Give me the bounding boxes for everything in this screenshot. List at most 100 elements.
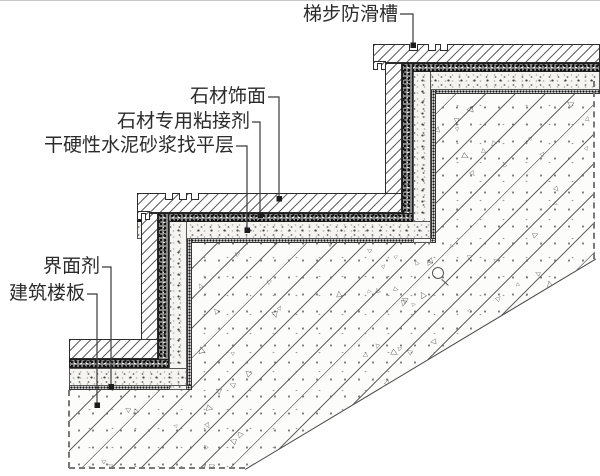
aggregate-triangle: △ bbox=[480, 147, 486, 155]
aggregate-triangle: △ bbox=[447, 243, 454, 250]
aggregate-triangle: △ bbox=[551, 184, 562, 195]
stone-riser-top bbox=[385, 63, 402, 213]
aggregate-triangle: △ bbox=[229, 349, 237, 357]
aggregate-triangle: △ bbox=[564, 335, 574, 347]
aggregate-triangle: △ bbox=[473, 380, 486, 393]
stone-tread-mid bbox=[137, 193, 402, 213]
aggregate-triangle: △ bbox=[410, 302, 418, 308]
mortar-band-mid-riser bbox=[169, 221, 187, 390]
aggregate-triangle: △ bbox=[459, 151, 472, 162]
aggregate-triangle: △ bbox=[118, 239, 126, 246]
interface-band-top-riser bbox=[431, 89, 436, 243]
aggregate-triangle: △ bbox=[392, 285, 401, 293]
mortar-band-mid-tread bbox=[137, 221, 431, 239]
aggregate-triangle: △ bbox=[73, 156, 81, 163]
antislip-groove bbox=[165, 193, 173, 200]
aggregate-triangle: △ bbox=[202, 443, 210, 451]
aggregate-triangle: △ bbox=[532, 269, 542, 278]
stone-riser-mid bbox=[141, 213, 158, 359]
aggregate-triangle: △ bbox=[562, 97, 575, 108]
adhesive-band-mid-tread bbox=[137, 213, 413, 222]
aggregate-triangle: △ bbox=[551, 200, 559, 207]
aggregate-triangle: △ bbox=[365, 246, 373, 254]
aggregate-triangle: △ bbox=[300, 139, 310, 148]
aggregate-triangle: △ bbox=[499, 339, 510, 351]
callout-label-stone: 石材饰面 bbox=[189, 86, 266, 107]
callout-label-mortar: 干硬性水泥砂浆找平层 bbox=[43, 135, 234, 156]
aggregate-triangle: △ bbox=[515, 397, 527, 405]
aggregate-triangle: △ bbox=[554, 412, 562, 422]
aggregate-triangle: △ bbox=[105, 309, 116, 319]
aggregate-triangle: △ bbox=[443, 454, 451, 460]
aggregate-triangle: △ bbox=[561, 285, 568, 291]
aggregate-triangle: △ bbox=[421, 442, 427, 450]
aggregate-triangle: △ bbox=[279, 108, 287, 116]
aggregate-triangle: △ bbox=[81, 111, 88, 118]
aggregate-triangle: △ bbox=[454, 126, 460, 133]
callout-label-interface: 界面剂 bbox=[42, 256, 100, 277]
aggregate-triangle: △ bbox=[493, 293, 504, 303]
aggregate-triangle: △ bbox=[162, 183, 169, 192]
aggregate-triangle: △ bbox=[196, 344, 206, 356]
aggregate-triangle: △ bbox=[127, 212, 134, 217]
adhesive-band-bottom-tread bbox=[69, 359, 169, 368]
aggregate-triangle: △ bbox=[270, 309, 280, 321]
mortar-band-top-riser bbox=[413, 71, 431, 243]
aggregate-triangle: △ bbox=[401, 296, 409, 306]
aggregate-triangle: △ bbox=[265, 277, 274, 286]
aggregate-triangle: △ bbox=[403, 346, 414, 356]
mortar-band-top-tread bbox=[413, 71, 600, 90]
mortar-band-bottom-tread bbox=[69, 368, 187, 386]
aggregate-triangle: △ bbox=[233, 250, 243, 258]
aggregate-triangle: △ bbox=[216, 387, 223, 397]
aggregate-triangle: △ bbox=[274, 96, 281, 104]
aggregate-triangle: △ bbox=[583, 144, 590, 152]
aggregate-triangle: △ bbox=[121, 196, 134, 209]
aggregate-triangle: △ bbox=[523, 441, 529, 449]
aggregate-triangle: △ bbox=[539, 437, 550, 450]
aggregate-triangle: △ bbox=[414, 259, 421, 268]
aggregate-triangle: △ bbox=[173, 423, 179, 429]
antislip-groove bbox=[179, 193, 187, 200]
aggregate-triangle: △ bbox=[227, 436, 238, 446]
aggregate-triangle: △ bbox=[94, 220, 102, 228]
callout-label-slab: 建筑楼板 bbox=[8, 283, 85, 304]
aggregate-triangle: △ bbox=[151, 175, 158, 181]
aggregate-triangle: △ bbox=[233, 141, 240, 147]
cut-line-bottom bbox=[69, 467, 245, 469]
detail-marker-circle bbox=[432, 267, 444, 279]
stone-tread-top bbox=[373, 44, 600, 63]
aggregate-triangle: △ bbox=[360, 351, 370, 360]
aggregate-triangle: △ bbox=[531, 230, 542, 239]
aggregate-triangle: △ bbox=[122, 273, 130, 280]
aggregate-triangle: △ bbox=[576, 355, 587, 366]
aggregate-triangle: △ bbox=[84, 244, 96, 255]
callout-label-adhesive: 石材专用粘接剂 bbox=[116, 111, 250, 132]
aggregate-triangle: △ bbox=[509, 327, 518, 339]
aggregate-triangle: △ bbox=[466, 307, 473, 314]
aggregate-triangle: △ bbox=[585, 336, 593, 344]
aggregate-triangle: △ bbox=[352, 151, 362, 161]
aggregate-triangle: △ bbox=[536, 313, 547, 321]
callout-label-antislip: 梯步防滑槽 bbox=[302, 4, 398, 25]
aggregate-triangle: △ bbox=[454, 116, 461, 126]
aggregate-triangle: △ bbox=[416, 287, 428, 300]
cut-line-left bbox=[68, 390, 70, 468]
aggregate-triangle: △ bbox=[302, 122, 313, 132]
adhesive-band-top-riser bbox=[402, 63, 413, 221]
aggregate-triangle: △ bbox=[357, 437, 364, 447]
aggregate-triangle: △ bbox=[241, 367, 254, 380]
aggregate-triangle: △ bbox=[557, 380, 567, 390]
interface-band-mid-riser bbox=[187, 238, 192, 390]
aggregate-triangle: △ bbox=[487, 343, 500, 356]
aggregate-triangle: △ bbox=[299, 158, 312, 167]
aggregate-triangle: △ bbox=[343, 457, 352, 468]
cut-line-right bbox=[593, 81, 595, 259]
aggregate-triangle: △ bbox=[366, 289, 373, 294]
aggregate-triangle: △ bbox=[392, 253, 399, 260]
drip-notch-mid bbox=[141, 213, 146, 220]
aggregate-triangle: △ bbox=[117, 175, 124, 180]
aggregate-triangle: △ bbox=[100, 94, 105, 101]
aggregate-triangle: △ bbox=[464, 105, 476, 114]
